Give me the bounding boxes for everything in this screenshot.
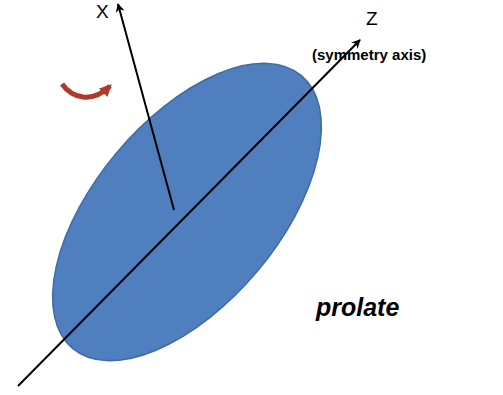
rotation-arrow — [62, 84, 110, 97]
shape-name: prolate — [316, 293, 399, 322]
x-axis — [118, 4, 174, 210]
axis-label: Z — [366, 8, 378, 30]
z-axis — [18, 40, 360, 386]
prolate-ellipsoid — [2, 17, 372, 395]
axis-label: X — [96, 1, 109, 23]
axis-note: (symmetry axis) — [312, 46, 426, 63]
